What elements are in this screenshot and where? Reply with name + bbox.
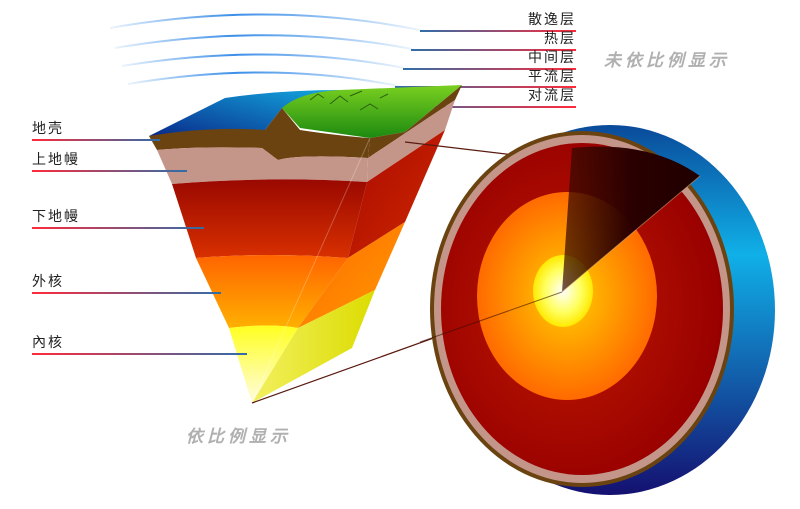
earth-globe <box>430 125 775 495</box>
label-outer-core: 外核 <box>32 274 64 290</box>
note-not-to-scale: 未依比例显示 <box>604 51 730 71</box>
atmosphere-arcs <box>109 13 421 87</box>
label-troposphere: 对流层 <box>528 88 576 104</box>
label-thermosphere: 热层 <box>544 31 576 47</box>
label-inner-core: 內核 <box>32 335 64 351</box>
label-mesosphere: 中间层 <box>528 50 576 66</box>
earth-leader-lines <box>32 139 247 355</box>
label-lower-mantle: 下地幔 <box>32 209 80 225</box>
label-crust: 地壳 <box>32 121 64 137</box>
label-upper-mantle: 上地幔 <box>32 152 80 168</box>
earth-wedge-cross-section <box>149 85 462 404</box>
atmosphere-leader-lines <box>385 30 576 108</box>
label-exosphere: 散逸层 <box>528 12 576 28</box>
label-stratosphere: 平流层 <box>528 69 576 85</box>
note-to-scale: 依比例显示 <box>186 427 291 447</box>
